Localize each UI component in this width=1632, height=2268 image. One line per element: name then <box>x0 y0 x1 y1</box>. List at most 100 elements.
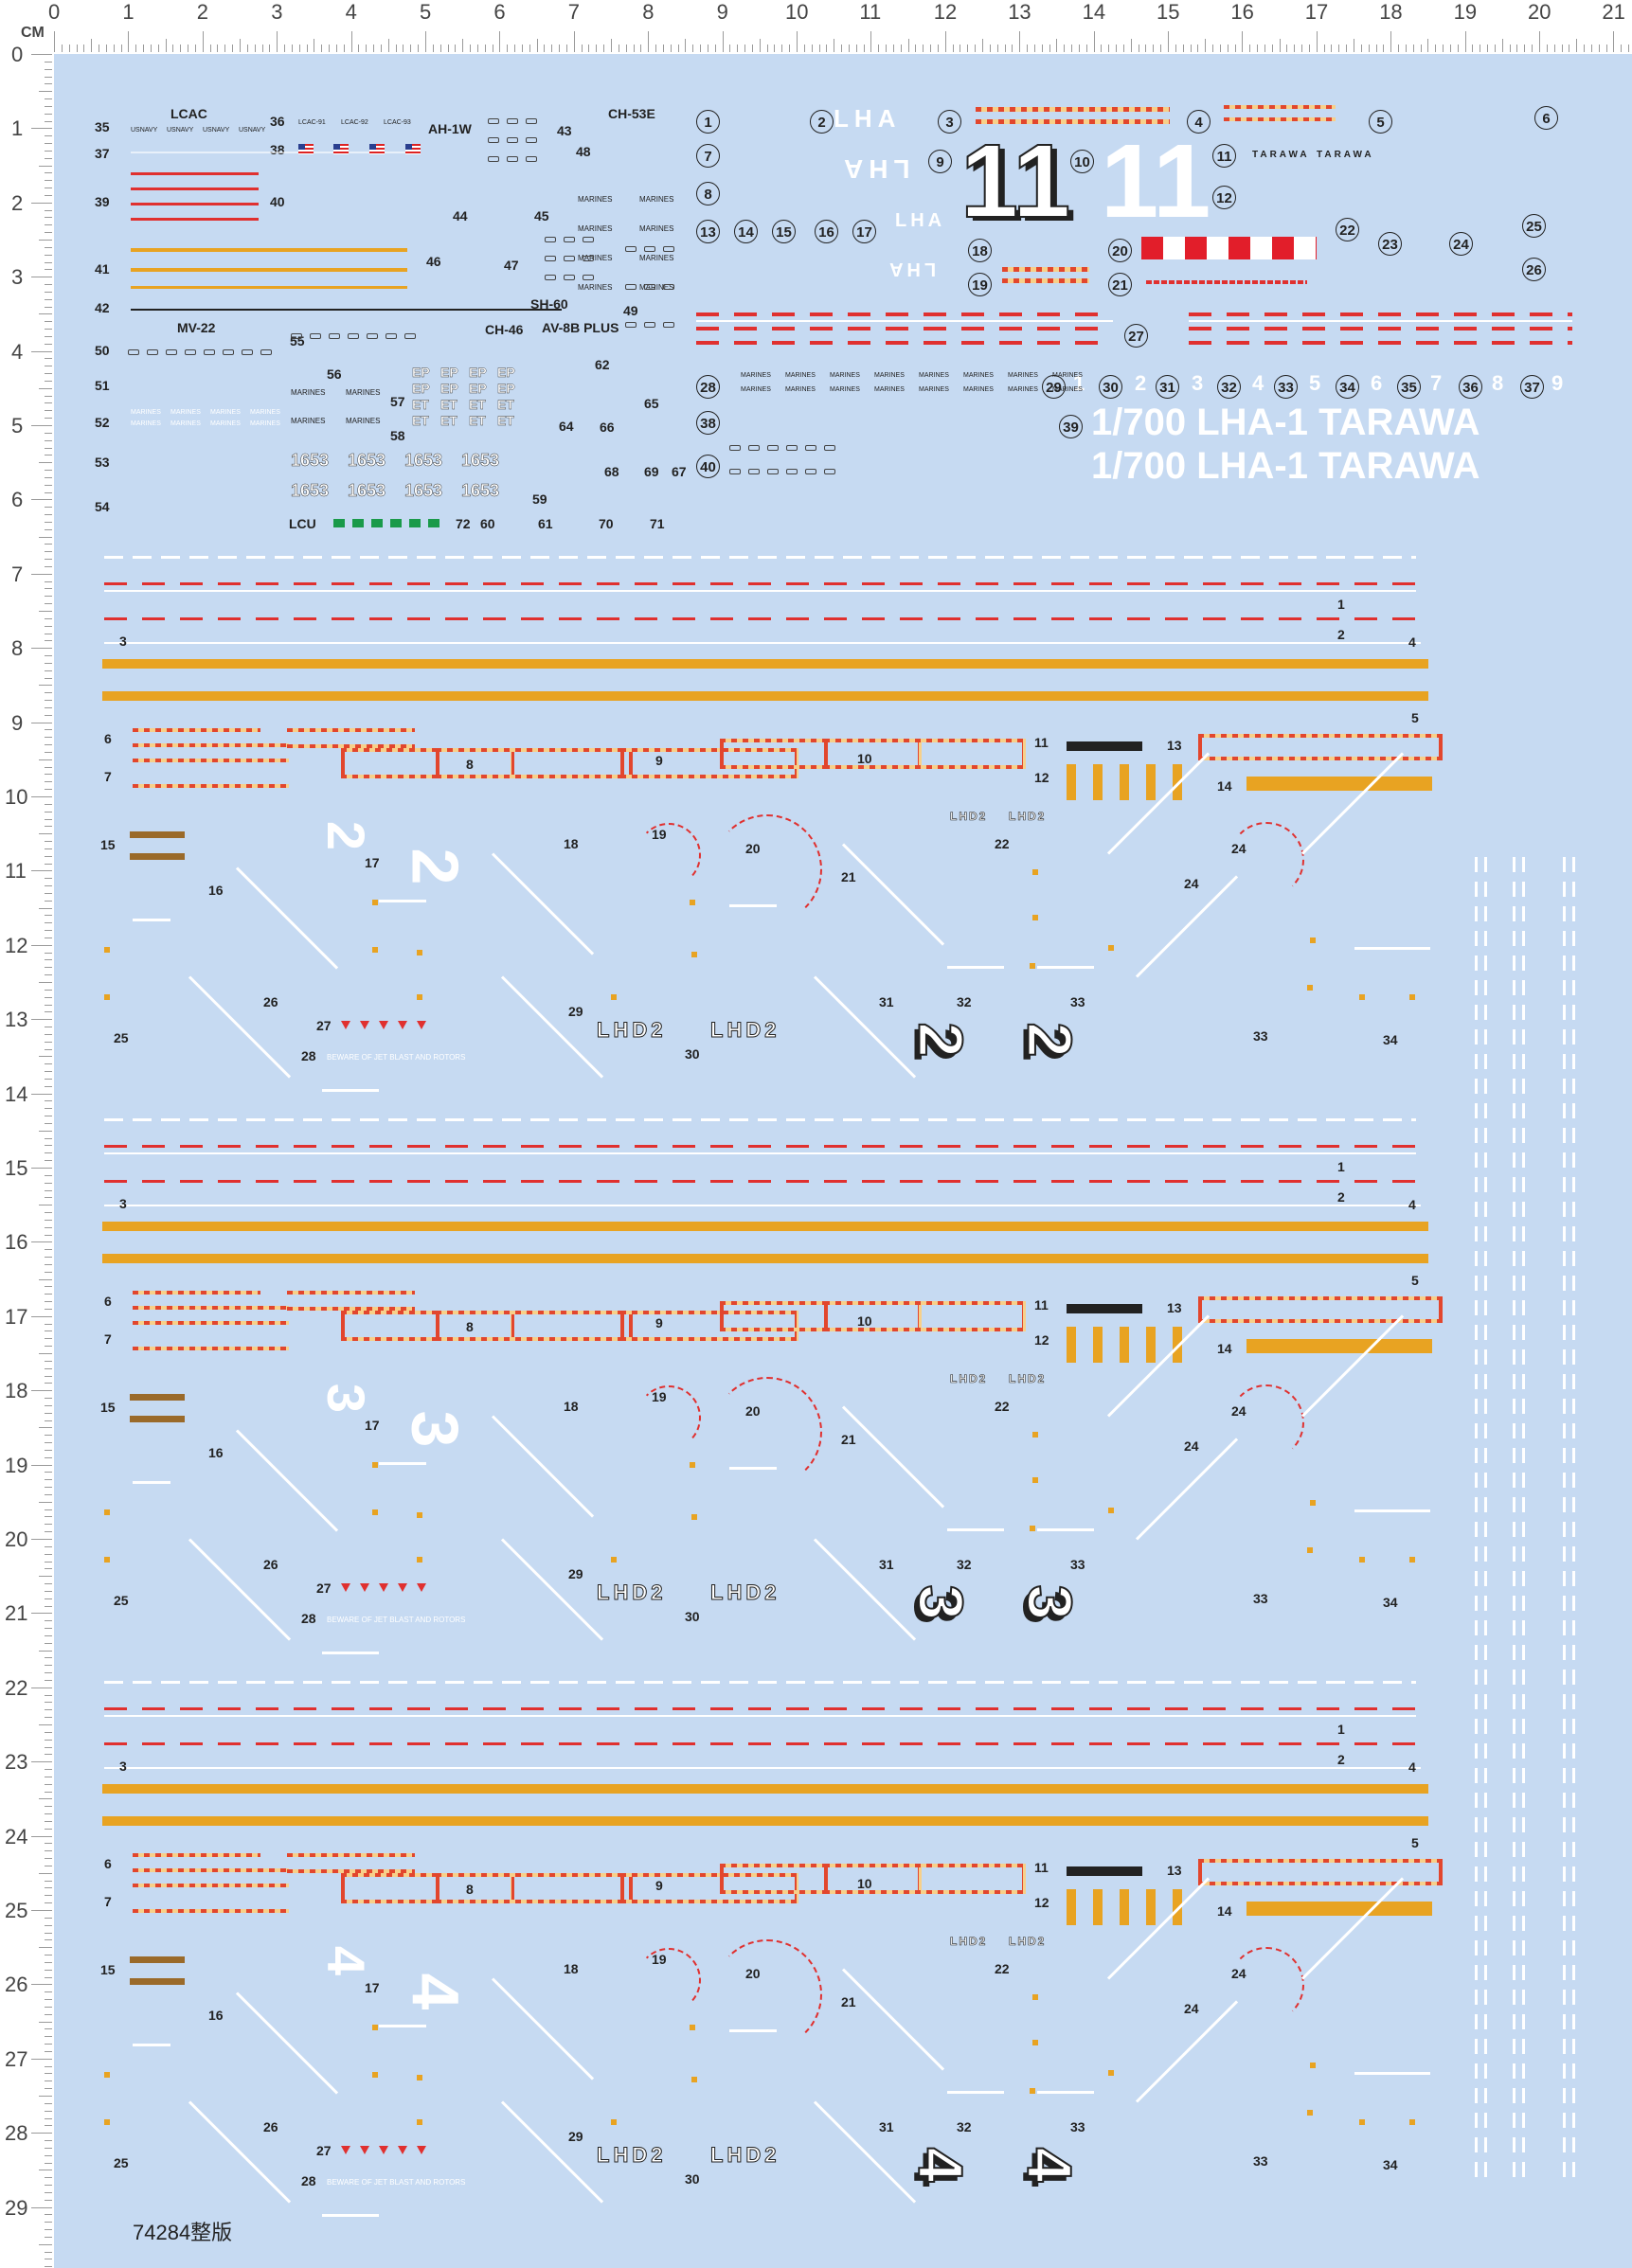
ruler-tick <box>1346 45 1348 52</box>
orange-dot-marker <box>104 2119 110 2125</box>
checker-stripe-7 <box>133 1347 289 1350</box>
orange-dot-marker <box>417 950 422 955</box>
ruler-tick <box>989 45 991 52</box>
deck-decal-number-24: 24 <box>1184 876 1199 891</box>
ruler-tick <box>45 1665 52 1667</box>
ruler-tick <box>45 2266 52 2268</box>
ruler-number-left: 6 <box>11 488 24 512</box>
ruler-tick <box>31 2058 52 2060</box>
caution-text: BEWARE OF JET BLAST AND ROTORS <box>327 1053 466 1062</box>
decal-number-39: 39 <box>95 194 110 209</box>
ruler-tick <box>45 930 52 932</box>
deck-decal-number-21: 21 <box>841 869 856 884</box>
ruler-tick <box>551 45 553 52</box>
marines-marking: MARINES <box>785 386 816 393</box>
deck-decal-number-19: 19 <box>652 827 667 842</box>
decal-circle-6: 6 <box>1534 106 1558 130</box>
deck-decal-number-18: 18 <box>564 1399 579 1414</box>
ruler-tick <box>45 2162 52 2164</box>
ruler-tick <box>45 1850 52 1852</box>
ruler-tick <box>298 45 300 52</box>
ruler-tick <box>1294 45 1296 52</box>
red-dashed-line <box>104 1145 1416 1148</box>
ruler-tick <box>507 45 509 52</box>
flight-deck-bracket-marking <box>824 739 1026 769</box>
lha-marking-small-inverted: LHA <box>886 259 937 279</box>
aircraft-silhouette-icon <box>223 349 234 355</box>
ruler-tick <box>45 2117 52 2119</box>
deck-decal-number-2: 2 <box>1337 627 1345 642</box>
ep-et-marking: ET <box>469 413 486 428</box>
ruler-tick <box>744 45 746 52</box>
ruler-tick <box>1101 45 1103 52</box>
ruler-number-left: 18 <box>5 1379 28 1403</box>
aircraft-silhouette-icon <box>260 349 272 355</box>
red-stripe <box>131 203 259 205</box>
decal-number-62: 62 <box>595 357 610 372</box>
white-deck-line <box>1354 1509 1430 1512</box>
ruler-tick <box>45 1011 52 1013</box>
lcac-line <box>131 152 405 153</box>
aircraft-silhouette-icon <box>583 256 594 261</box>
deck-decal-number-16: 16 <box>208 1445 224 1460</box>
us-flag-icon <box>405 144 421 154</box>
ruler-tick <box>1249 45 1251 52</box>
ruler-tick <box>31 128 52 130</box>
decal-circle-14: 14 <box>734 220 758 243</box>
orange-dot-marker <box>104 1509 110 1515</box>
ruler-tick <box>45 484 52 486</box>
checker-stripe <box>287 728 415 732</box>
deck-decal-number-28: 28 <box>301 1048 316 1063</box>
ruler-tick <box>45 2044 52 2045</box>
ruler-tick <box>45 1493 52 1495</box>
decal-number-44: 44 <box>453 208 468 223</box>
decal-circle-15: 15 <box>772 220 796 243</box>
ruler-tick <box>269 45 271 52</box>
decal-circle-28: 28 <box>696 375 720 399</box>
deck-decal-number-24: 24 <box>1231 1966 1246 1981</box>
ruler-tick <box>45 1226 52 1228</box>
ruler-tick <box>45 1479 52 1481</box>
title-line-2: 1/700 LHA-1 TARAWA <box>1091 445 1480 487</box>
white-deck-line <box>322 1089 379 1092</box>
ruler-tick <box>45 1961 52 1963</box>
orange-dot-marker <box>1409 994 1415 1000</box>
ruler-tick <box>1532 45 1533 52</box>
deck-decal-number-3: 3 <box>119 1759 127 1774</box>
marines-marking: MARINES <box>578 283 613 292</box>
red-triangle-icon <box>398 1021 407 1029</box>
orange-dot-marker <box>1307 1547 1313 1553</box>
red-dashed-line <box>696 341 1113 345</box>
ruler-tick <box>45 1263 52 1265</box>
ruler-tick <box>1584 45 1586 52</box>
usnavy-marking: USNAVY <box>203 127 230 134</box>
aircraft-silhouette-icon <box>291 333 302 339</box>
ruler-tick <box>39 833 52 835</box>
ruler-tick <box>45 559 52 561</box>
decal-circle-35: 35 <box>1397 375 1421 399</box>
flight-deck-bracket-marking <box>436 1873 633 1903</box>
red-triangle-icon <box>341 1021 350 1029</box>
ruler-tick <box>45 1398 52 1400</box>
deck-decal-number-3: 3 <box>119 1196 127 1211</box>
white-number-6: 6 <box>1371 371 1383 395</box>
ruler-tick <box>45 373 52 375</box>
ruler-tick <box>45 922 52 924</box>
aircraft-silhouette-icon <box>128 349 139 355</box>
aircraft-silhouette-icon <box>786 445 798 451</box>
ruler-tick <box>45 1160 52 1162</box>
red-dashed-line <box>104 1707 1416 1710</box>
ruler-tick <box>45 105 52 107</box>
deck-decal-number-26: 26 <box>263 1557 278 1572</box>
lhd-marking: LHD2 <box>596 1580 667 1605</box>
ruler-tick <box>781 45 783 52</box>
deck-decal-number-20: 20 <box>745 1403 761 1419</box>
decal-circle-7: 7 <box>696 144 720 168</box>
decal-number-38: 38 <box>270 142 285 157</box>
ruler-tick <box>1049 45 1050 52</box>
ruler-tick <box>45 959 52 961</box>
ep-et-marking: EP <box>440 365 458 380</box>
deck-decal-number-9: 9 <box>655 753 663 768</box>
marines-marking: MARINES <box>291 388 326 397</box>
ruler-tick <box>915 45 917 52</box>
